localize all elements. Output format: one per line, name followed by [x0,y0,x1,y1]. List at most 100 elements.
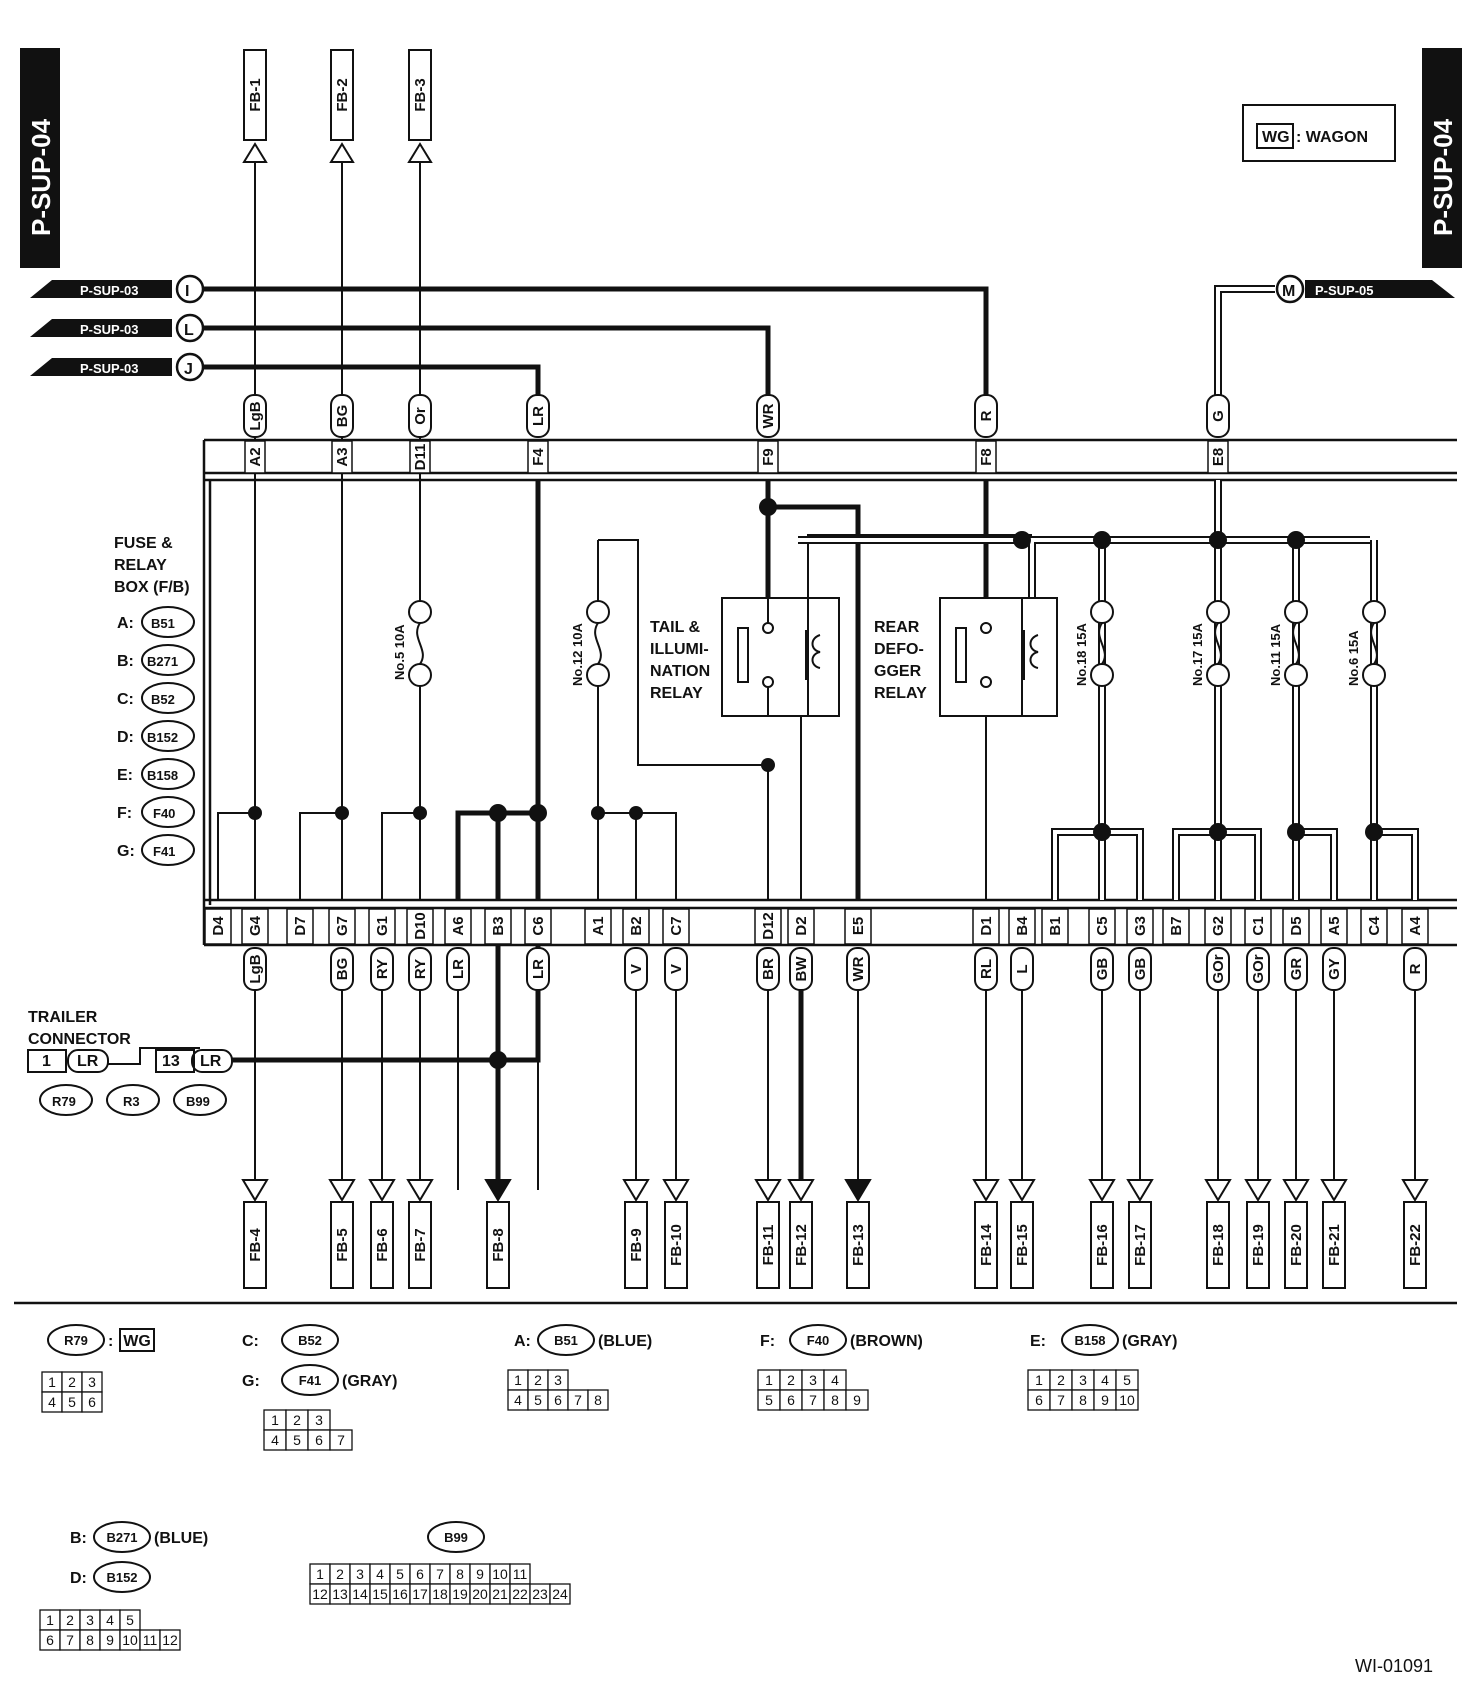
bottom-wire-18: GY [1322,947,1346,991]
bottom-wire-label: BR [760,958,777,980]
wire-m-inner [1216,287,1275,400]
svg-text:(GRAY): (GRAY) [1122,1333,1177,1350]
fb-bottom-FB-5: FB-5 [328,1179,356,1289]
bottom-pin-label: C1 [1250,916,1267,935]
top-wire-1: BG [330,394,354,438]
svg-text:4: 4 [48,1394,56,1410]
bottom-pin-A5: A5 [1320,908,1348,945]
bottom-wire-3: RY [408,947,432,991]
svg-text:R79: R79 [64,1333,88,1348]
svg-text:(BROWN): (BROWN) [850,1333,923,1350]
fuse-label-no5: No.5 10A [392,624,407,680]
legend-code: WG [1262,129,1290,146]
svg-text:LR: LR [77,1053,99,1070]
fb-bottom-FB-17: FB-17 [1126,1179,1154,1289]
svg-text:4: 4 [376,1566,384,1582]
top-pin-5: F8 [975,440,997,474]
svg-text:10: 10 [1119,1392,1135,1408]
top-pin-3: F4 [527,440,549,474]
top-pin-6: E8 [1207,440,1229,474]
top-pin-label: A2 [247,447,264,466]
svg-text:8: 8 [1079,1392,1087,1408]
bottom-pin-label: G2 [1210,916,1227,936]
top-pin-label: D11 [412,444,429,471]
top-wire-label: R [978,410,995,421]
fb-conn-f: F:F40 [117,796,195,828]
fb-bottom-label: FB-17 [1132,1224,1149,1266]
svg-text:GGER: GGER [874,663,922,680]
fuse-label-no18: No.18 15A [1074,623,1089,686]
svg-text::: : [108,1333,113,1350]
bottom-pin-G1: G1 [368,908,396,945]
bottom-pin-label: G3 [1132,916,1149,936]
input-letter-j: J [184,361,193,378]
svg-text:1: 1 [42,1053,51,1070]
svg-text:8: 8 [594,1392,602,1408]
bottom-pin-label: A1 [590,916,607,935]
svg-text:7: 7 [809,1392,817,1408]
bottom-wire-13: GB [1090,947,1114,991]
bottom-wire-9: BW [789,947,813,991]
bottom-pin-D1: D1 [972,908,1000,945]
fb-bottom-FB-22: FB-22 [1401,1179,1429,1289]
svg-text:1: 1 [1035,1372,1043,1388]
svg-text:G:: G: [117,843,135,860]
svg-text:A:: A: [514,1333,531,1350]
svg-text:9: 9 [1101,1392,1109,1408]
svg-text:B51: B51 [554,1333,578,1348]
wire-m-outer [1214,285,1275,400]
bottom-wire-16: GOr [1246,947,1270,991]
top-pin-4: F9 [757,440,779,474]
bottom-wire-1: BG [330,947,354,991]
fb-conn-e: E:B158 [117,758,195,790]
bottom-pin-G3: G3 [1126,908,1154,945]
top-pin-label: A3 [334,447,351,466]
svg-text:1: 1 [514,1372,522,1388]
svg-text:B152: B152 [147,730,178,745]
bottom-pin-C4: C4 [1360,908,1388,945]
svg-text:7: 7 [1057,1392,1065,1408]
svg-text:3: 3 [554,1372,562,1388]
bottom-pin-C1: C1 [1244,908,1272,945]
bottom-pin-D7: D7 [286,908,314,945]
bottom-wire-label: RY [412,959,429,979]
bottom-pin-label: D1 [978,916,995,935]
bottom-wire-2: RY [370,947,394,991]
fb-conn-c: C:B52 [117,682,195,714]
trailer-title-1: TRAILER [28,1009,98,1026]
bottom-pin-label: D12 [760,912,777,940]
bottom-wire-14: GB [1128,947,1152,991]
svg-text:17: 17 [412,1586,428,1602]
bottom-pin-E5: E5 [844,908,872,945]
defogger-relay [939,597,1058,717]
svg-text:A:: A: [117,615,134,632]
fb-bottom-label: FB-15 [1014,1224,1031,1266]
bottom-pin-A1: A1 [584,908,612,945]
bottom-pin-D4: D4 [204,908,232,945]
fb-bottom-label: FB-22 [1407,1224,1424,1266]
fb-bottom-FB-16: FB-16 [1088,1179,1116,1289]
top-wire-label: G [1210,410,1227,422]
svg-text:19: 19 [452,1586,468,1602]
bottom-wire-label: RY [374,959,391,979]
svg-text:10: 10 [492,1566,508,1582]
svg-text:16: 16 [392,1586,408,1602]
top-pin-label: F4 [530,448,547,466]
fuse-box-title-3: BOX (F/B) [114,579,190,596]
svg-text:6: 6 [88,1394,96,1410]
trailer-id-r3: R3 [106,1084,160,1116]
input-arrows: P-SUP-03 I P-SUP-03 L P-SUP-03 J M P-SUP… [30,274,1455,382]
fb-bottom-FB-11: FB-11 [754,1179,782,1289]
bottom-wire-label: GB [1094,958,1111,981]
bottom-pin-label: B3 [490,916,507,935]
svg-text:B271: B271 [106,1530,137,1545]
tail-relay [721,597,840,717]
trailer-id-b99: B99 [173,1084,227,1116]
svg-text:2: 2 [1057,1372,1065,1388]
svg-text:1: 1 [316,1566,324,1582]
fuse-label-no17: No.17 15A [1190,623,1205,686]
bottom-wire-label: GOr [1210,954,1227,983]
legend-text: : WAGON [1296,129,1368,146]
